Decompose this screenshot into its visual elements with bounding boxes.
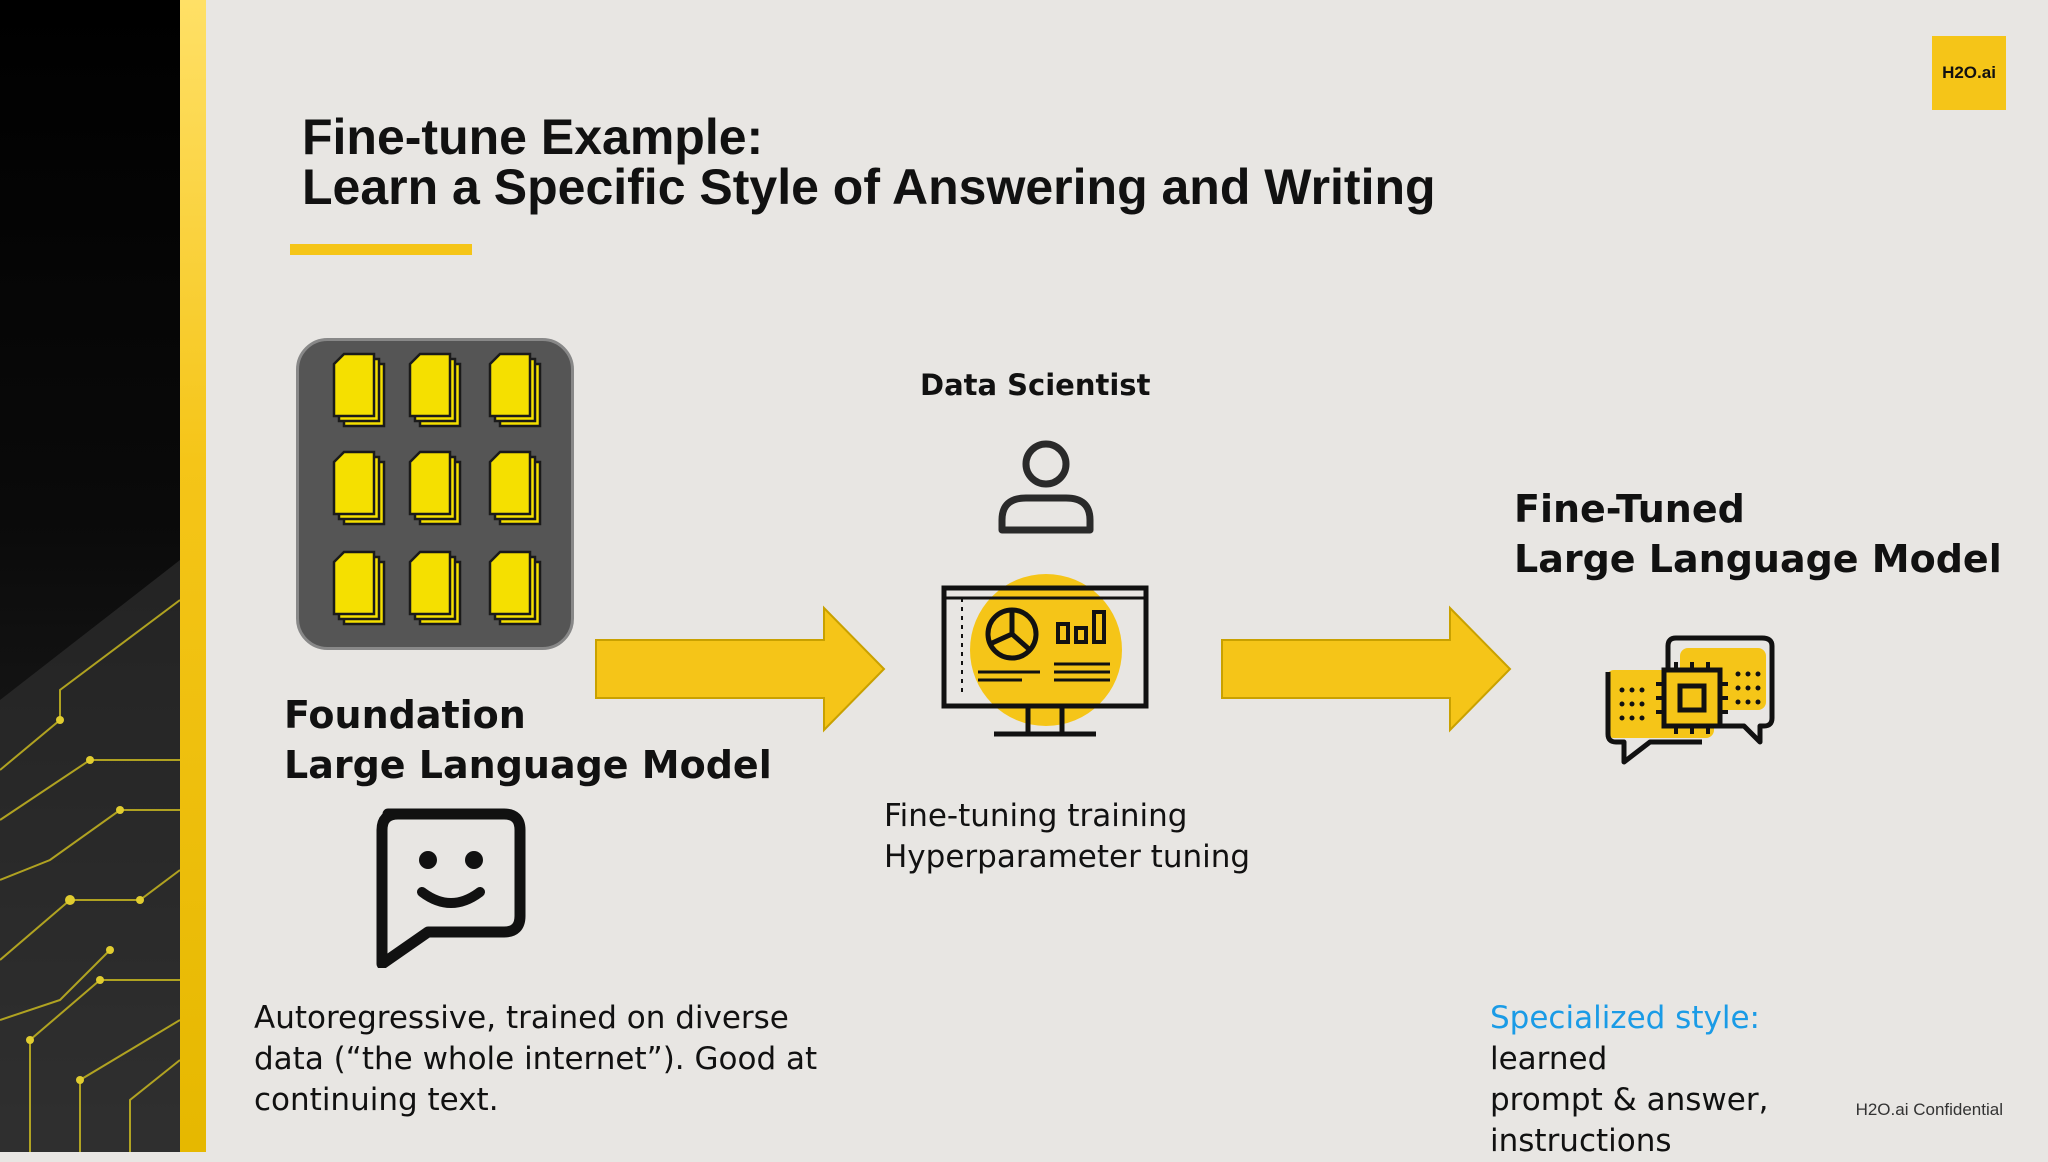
document-stack-icon [332, 550, 386, 626]
fine-tuned-label-line-1: Fine-Tuned [1514, 487, 1745, 531]
foundation-description-line-3: continuing text. [254, 1082, 499, 1118]
data-scientist-label: Data Scientist [920, 368, 1151, 402]
left-accent-stripe [180, 0, 206, 1152]
arrow-right-icon [595, 605, 886, 733]
foundation-description: Autoregressive, trained on diverse data … [254, 998, 817, 1121]
title-line-1: Fine-tune Example: [302, 109, 764, 165]
chip-chat-icon [1605, 635, 1775, 765]
fine-tuned-label: Fine-Tuned Large Language Model [1514, 484, 2002, 584]
style-line-3: instructions [1490, 1123, 1672, 1159]
logo-text: H2O.ai [1942, 63, 1996, 82]
confidential-footer: H2O.ai Confidential [1855, 1100, 2003, 1119]
style-line-1-rest: learned [1490, 1041, 1608, 1077]
document-stack-icon [332, 450, 386, 526]
slide-title: Fine-tune Example: Learn a Specific Styl… [302, 112, 1436, 212]
documents-grid-icon [296, 338, 574, 650]
document-stack-icon [488, 450, 542, 526]
task-line-1: Fine-tuning training [884, 798, 1188, 834]
foundation-label-line-2: Large Language Model [284, 743, 772, 787]
smiley-chat-icon [376, 808, 526, 968]
document-stack-icon [408, 352, 462, 428]
style-line-1: Specialized style: learned [1490, 998, 1768, 1080]
document-stack-icon [488, 550, 542, 626]
document-stack-icon [332, 352, 386, 428]
foundation-label: Foundation Large Language Model [284, 690, 772, 790]
person-icon [998, 440, 1094, 534]
left-decorative-panel [0, 0, 180, 1152]
arrow-right-icon [1221, 605, 1512, 733]
fine-tuned-label-line-2: Large Language Model [1514, 537, 2002, 581]
foundation-description-line-1: Autoregressive, trained on diverse [254, 1000, 789, 1036]
fine-tuning-tasks: Fine-tuning training Hyperparameter tuni… [884, 796, 1250, 878]
analytics-monitor-icon [941, 574, 1149, 737]
document-stack-icon [408, 450, 462, 526]
title-line-2: Learn a Specific Style of Answering and … [302, 159, 1436, 215]
task-line-2: Hyperparameter tuning [884, 839, 1251, 875]
document-stack-icon [408, 550, 462, 626]
title-underline [290, 244, 472, 255]
style-line-2: prompt & answer, [1490, 1082, 1769, 1118]
foundation-description-line-2: data (“the whole internet”). Good at [254, 1041, 818, 1077]
specialized-style-label: Specialized style: [1490, 1000, 1760, 1036]
foundation-label-line-1: Foundation [284, 693, 526, 737]
h2o-logo: H2O.ai [1932, 36, 2006, 110]
document-stack-icon [488, 352, 542, 428]
specialized-style-description: Specialized style: learned prompt & answ… [1490, 998, 1768, 1162]
